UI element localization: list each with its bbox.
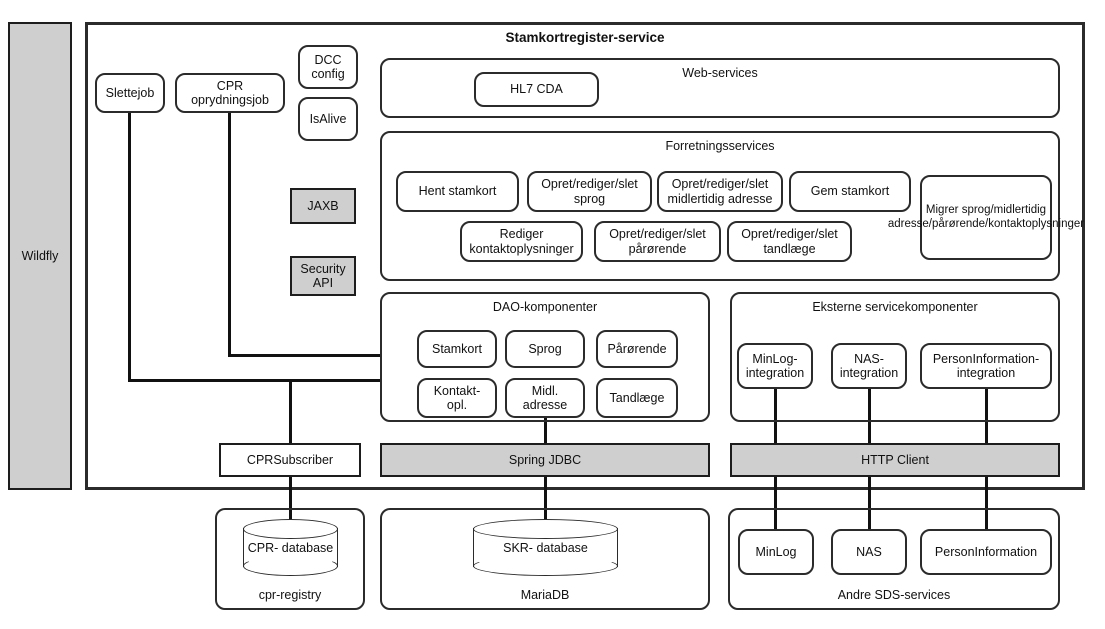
- node-gem-stamkort-label: Gem stamkort: [810, 184, 890, 199]
- node-hl7-cda-label: HL7 CDA: [510, 82, 563, 97]
- node-opret-rediger-slet-paaroerende-label: Opret/rediger/slet pårørende: [609, 227, 706, 256]
- node-hl7-cda[interactable]: HL7 CDA: [474, 72, 599, 107]
- node-migrer-label: Migrer sprog/midlertidig adresse/pårøren…: [887, 204, 1085, 230]
- group-eksterne-servicekomponenter-label: Eksterne servicekomponenter: [812, 300, 978, 314]
- node-dao-kontakt-opl[interactable]: Kontakt- opl.: [417, 378, 497, 418]
- node-dao-paaroerende[interactable]: Pårørende: [596, 330, 678, 368]
- node-migrer[interactable]: Migrer sprog/midlertidig adresse/pårøren…: [888, 175, 1084, 260]
- database-skr-bottom: [473, 556, 618, 576]
- node-minlog-integration[interactable]: MinLog- integration: [737, 343, 813, 389]
- node-opret-rediger-slet-tandlaege-label: Opret/rediger/slet tandlæge: [741, 227, 838, 256]
- node-hent-stamkort[interactable]: Hent stamkort: [396, 171, 519, 212]
- group-forretningsservices-label: Forretningsservices: [665, 139, 775, 153]
- database-cpr: CPR- database: [243, 519, 338, 576]
- node-cpr-oprydningsjob-label: CPR oprydningsjob: [191, 78, 269, 107]
- node-spring-jdbc-label: Spring JDBC: [508, 452, 582, 467]
- group-eksterne-servicekomponenter: Eksterne servicekomponenter: [730, 292, 1060, 422]
- group-mariadb-label: MariaDB: [520, 588, 570, 602]
- page-title: Stamkortregister-service: [505, 30, 665, 45]
- node-dao-tandlaege[interactable]: Tandlæge: [596, 378, 678, 418]
- connector-slettejob-vertical: [128, 113, 131, 381]
- node-hent-stamkort-label: Hent stamkort: [418, 184, 497, 199]
- node-dao-stamkort[interactable]: Stamkort: [417, 330, 497, 368]
- node-opret-rediger-slet-paaroerende[interactable]: Opret/rediger/slet pårørende: [594, 221, 721, 262]
- node-spring-jdbc[interactable]: Spring JDBC: [380, 443, 710, 477]
- group-dao-komponenter-label: DAO-komponenter: [492, 300, 598, 314]
- group-cpr-registry: cpr-registry: [215, 508, 365, 610]
- node-dao-paaroerende-label: Pårørende: [607, 341, 667, 356]
- node-nas[interactable]: NAS: [831, 529, 907, 575]
- database-cpr-top: [243, 519, 338, 539]
- group-web-services-label: Web-services: [682, 66, 758, 80]
- node-nas-integration[interactable]: NAS- integration: [831, 343, 907, 389]
- group-andre-sds-services: Andre SDS-services: [728, 508, 1060, 610]
- node-security-api-label: Security API: [300, 261, 346, 290]
- node-minlog-integration-label: MinLog- integration: [745, 351, 805, 380]
- connector-cpr-job-horizontal: [228, 354, 382, 357]
- connector-cpr-job-vertical: [228, 113, 231, 357]
- group-dao-komponenter: DAO-komponenter: [380, 292, 710, 422]
- database-cpr-bottom: [243, 556, 338, 576]
- node-dao-kontakt-opl-label: Kontakt- opl.: [433, 383, 481, 412]
- connector-slettejob-horizontal: [128, 379, 382, 382]
- group-andre-sds-services-label: Andre SDS-services: [837, 588, 951, 602]
- group-cpr-registry-label: cpr-registry: [258, 588, 322, 602]
- node-gem-stamkort[interactable]: Gem stamkort: [789, 171, 911, 212]
- node-isalive-label: IsAlive: [309, 111, 347, 126]
- platform-wildfly: Wildfly: [8, 22, 72, 490]
- node-cprsubscriber-label: CPRSubscriber: [246, 452, 334, 467]
- node-slettejob-label: Slettejob: [105, 85, 155, 100]
- node-cpr-oprydningsjob[interactable]: CPR oprydningsjob: [175, 73, 285, 113]
- group-web-services: Web-services: [380, 58, 1060, 118]
- node-opret-rediger-slet-sprog[interactable]: Opret/rediger/slet sprog: [527, 171, 652, 212]
- node-dao-sprog[interactable]: Sprog: [505, 330, 585, 368]
- node-dao-midl-adresse[interactable]: Midl. adresse: [505, 378, 585, 418]
- node-slettejob[interactable]: Slettejob: [95, 73, 165, 113]
- node-cprsubscriber[interactable]: CPRSubscriber: [219, 443, 361, 477]
- platform-wildfly-label: Wildfly: [21, 248, 59, 263]
- node-rediger-kontaktoplysninger-label: Rediger kontaktoplysninger: [469, 227, 574, 256]
- node-opret-rediger-slet-midlertidig-adresse-label: Opret/rediger/slet midlertidig adresse: [667, 177, 773, 206]
- node-isalive[interactable]: IsAlive: [298, 97, 358, 141]
- node-minlog[interactable]: MinLog: [738, 529, 814, 575]
- group-forretningsservices: Forretningsservices: [380, 131, 1060, 281]
- node-minlog-label: MinLog: [755, 544, 797, 559]
- node-nas-integration-label: NAS- integration: [839, 351, 899, 380]
- database-cpr-label: CPR- database: [247, 540, 334, 555]
- node-nas-label: NAS: [856, 544, 882, 559]
- database-skr: SKR- database: [473, 519, 618, 576]
- database-skr-top: [473, 519, 618, 539]
- node-personinformation-integration[interactable]: PersonInformation- integration: [920, 343, 1052, 389]
- node-opret-rediger-slet-midlertidig-adresse[interactable]: Opret/rediger/slet midlertidig adresse: [657, 171, 783, 212]
- group-mariadb: MariaDB: [380, 508, 710, 610]
- node-jaxb[interactable]: JAXB: [290, 188, 356, 224]
- node-rediger-kontaktoplysninger[interactable]: Rediger kontaktoplysninger: [460, 221, 583, 262]
- node-personinformation-integration-label: PersonInformation- integration: [932, 351, 1040, 380]
- database-skr-label: SKR- database: [503, 540, 588, 555]
- node-personinformation[interactable]: PersonInformation: [920, 529, 1052, 575]
- node-personinformation-label: PersonInformation: [934, 544, 1038, 559]
- node-dcc-config[interactable]: DCC config: [298, 45, 358, 89]
- node-http-client-label: HTTP Client: [861, 452, 929, 467]
- node-dao-sprog-label: Sprog: [528, 341, 562, 356]
- node-dcc-config-label: DCC config: [311, 52, 345, 81]
- connector-dao-to-skr-database: [544, 415, 547, 545]
- node-dao-tandlaege-label: Tandlæge: [609, 390, 665, 405]
- node-opret-rediger-slet-sprog-label: Opret/rediger/slet sprog: [541, 177, 638, 206]
- node-dao-stamkort-label: Stamkort: [431, 341, 482, 356]
- node-dao-midl-adresse-label: Midl. adresse: [522, 383, 568, 412]
- stamkortregister-service-frame: [85, 22, 1085, 490]
- node-security-api[interactable]: Security API: [290, 256, 356, 296]
- node-jaxb-label: JAXB: [307, 198, 339, 213]
- node-http-client[interactable]: HTTP Client: [730, 443, 1060, 477]
- node-opret-rediger-slet-tandlaege[interactable]: Opret/rediger/slet tandlæge: [727, 221, 852, 262]
